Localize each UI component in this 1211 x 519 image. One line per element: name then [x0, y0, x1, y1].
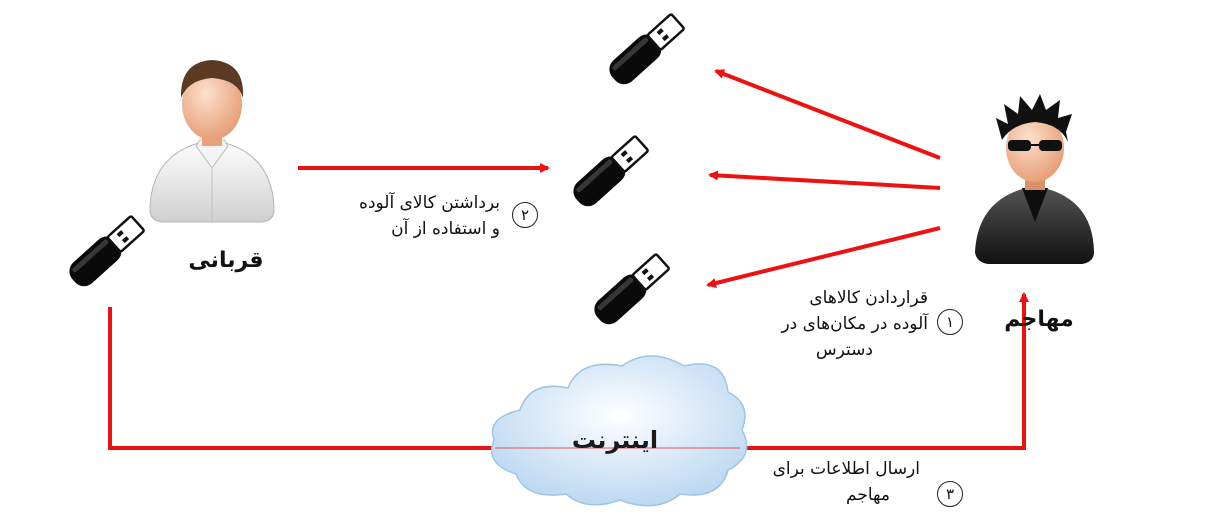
step-3-number: ٣	[937, 481, 963, 507]
arrow-place-1	[714, 69, 941, 160]
person-victim-icon	[149, 60, 275, 223]
usb-drive-icon	[588, 249, 674, 331]
step-3-line-1: ارسال اطلاعات برای	[772, 459, 920, 479]
attacker-label: مهاجم	[1004, 307, 1074, 332]
step-1-line-3: دسترس	[815, 340, 873, 360]
usb-drive-icon	[63, 211, 149, 293]
step-1-line-1: قراردادن کالاهای	[809, 288, 928, 308]
step-1-number: ١	[937, 309, 963, 335]
usb-drive-icon	[603, 9, 689, 91]
step-1-text: قراردادن کالاهای آلوده در مکان‌های در دس…	[708, 285, 928, 363]
person-attacker-icon	[975, 94, 1094, 264]
step-2-line-1: برداشتن کالای آلوده	[359, 193, 500, 213]
step-1-line-2: آلوده در مکان‌های در	[781, 314, 928, 334]
cloud-icon	[490, 355, 748, 507]
step-2-text: برداشتن کالای آلوده و استفاده از آن	[300, 190, 500, 242]
arrow-place-3	[706, 226, 941, 288]
arrow-place-2	[708, 170, 941, 190]
step-2-number: ٢	[512, 202, 538, 228]
usb-drive-icon	[567, 131, 653, 213]
step-3-text: ارسال اطلاعات برای مهاجم	[720, 456, 920, 508]
step-2-line-2: و استفاده از آن	[391, 219, 500, 239]
victim-label: قربانی	[188, 248, 264, 273]
step-3-line-2: مهاجم	[846, 485, 890, 505]
internet-label: اینترنت	[571, 426, 659, 454]
